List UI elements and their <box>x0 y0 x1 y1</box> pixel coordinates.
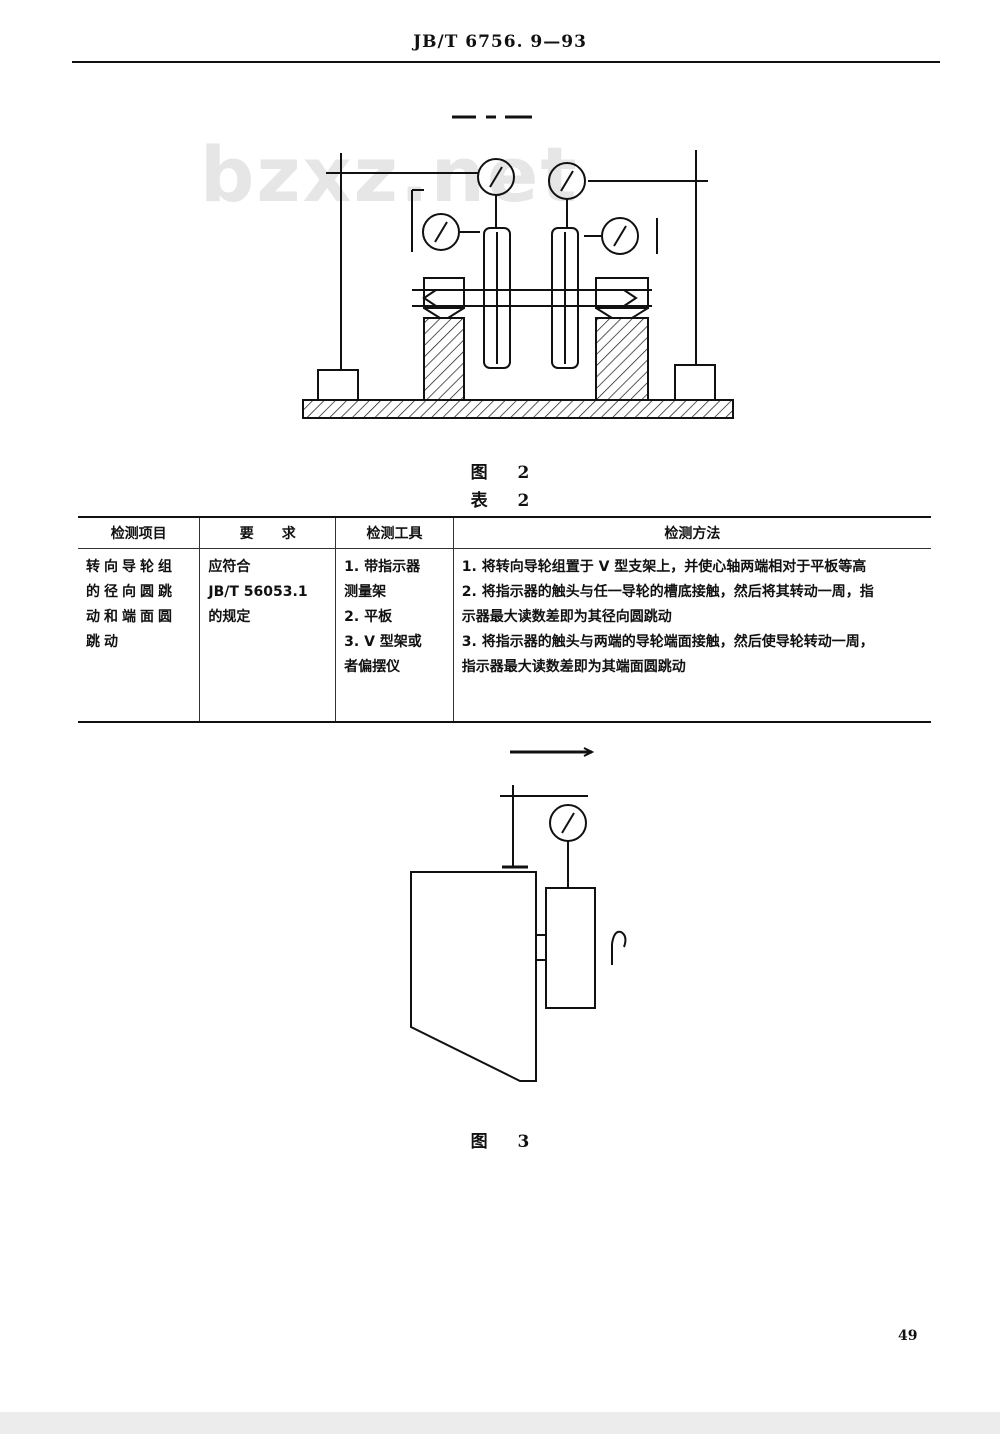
method-line: 3. 将指示器的触头与两端的导轮端面接触，然后使导轮转动一周， <box>461 634 874 650</box>
requirement-line: JB/T 56053.1 <box>208 584 308 600</box>
method-line: 指示器最大读数差即为其端面圆跳动 <box>461 659 686 675</box>
header-rule <box>72 61 940 63</box>
header-inspection-method: 检测方法 <box>452 516 931 549</box>
tool-line: 3. V 型架或 <box>344 634 422 650</box>
page-number: 49 <box>898 1328 918 1344</box>
header-inspection-item: 检测项目 <box>78 516 200 549</box>
tool-line: 者偏摆仪 <box>344 659 401 675</box>
tool-line: 1. 带指示器 <box>344 559 421 575</box>
figure-2-caption: 图 2 <box>470 463 542 483</box>
cell-inspection-method: 1. 将转向导轮组置于 V 型支架上，并使心轴两端相对于平板等高 2. 将指示器… <box>452 548 931 723</box>
method-line: 1. 将转向导轮组置于 V 型支架上，并使心轴两端相对于平板等高 <box>461 559 867 575</box>
cell-inspection-tool: 1. 带指示器 测量架 2. 平板 3. V 型架或 者偏摆仪 <box>335 548 454 723</box>
table-header-row: 检测项目 要 求 检测工具 检测方法 <box>78 516 931 549</box>
header-requirement: 要 求 <box>199 516 336 549</box>
item-line: 跳动 <box>86 634 122 650</box>
item-line: 动和端面圆 <box>86 609 176 625</box>
figure-2-drawing <box>302 115 734 419</box>
tool-line: 测量架 <box>344 584 387 600</box>
table-2-caption: 表 2 <box>470 491 542 511</box>
requirement-line: 的规定 <box>208 609 251 625</box>
tool-line: 2. 平板 <box>344 609 393 625</box>
cell-inspection-item: 转向导轮组 的径向圆跳 动和端面圆 跳动 <box>78 548 200 723</box>
item-line: 的径向圆跳 <box>86 584 176 600</box>
method-line: 示器最大读数差即为其径向圆跳动 <box>461 609 672 625</box>
figure-3-caption: 图 3 <box>470 1132 542 1152</box>
figure-3-drawing <box>410 747 627 1082</box>
standard-code-header: JB/T 6756. 9—93 <box>413 32 587 52</box>
method-line: 2. 将指示器的触头与任一导轮的槽底接触，然后将其转动一周，指 <box>461 584 874 600</box>
item-line: 转向导轮组 <box>86 559 176 575</box>
inspection-table: 检测项目 要 求 检测工具 检测方法 转向导轮组 的径向圆跳 动和端面圆 跳动 … <box>78 516 931 723</box>
footer-band <box>0 1412 1000 1434</box>
header-inspection-tool: 检测工具 <box>335 516 454 549</box>
table-row: 转向导轮组 的径向圆跳 动和端面圆 跳动 应符合 JB/T 56053.1 的规… <box>78 548 931 723</box>
cell-requirement: 应符合 JB/T 56053.1 的规定 <box>199 548 336 723</box>
requirement-line: 应符合 <box>208 559 251 575</box>
